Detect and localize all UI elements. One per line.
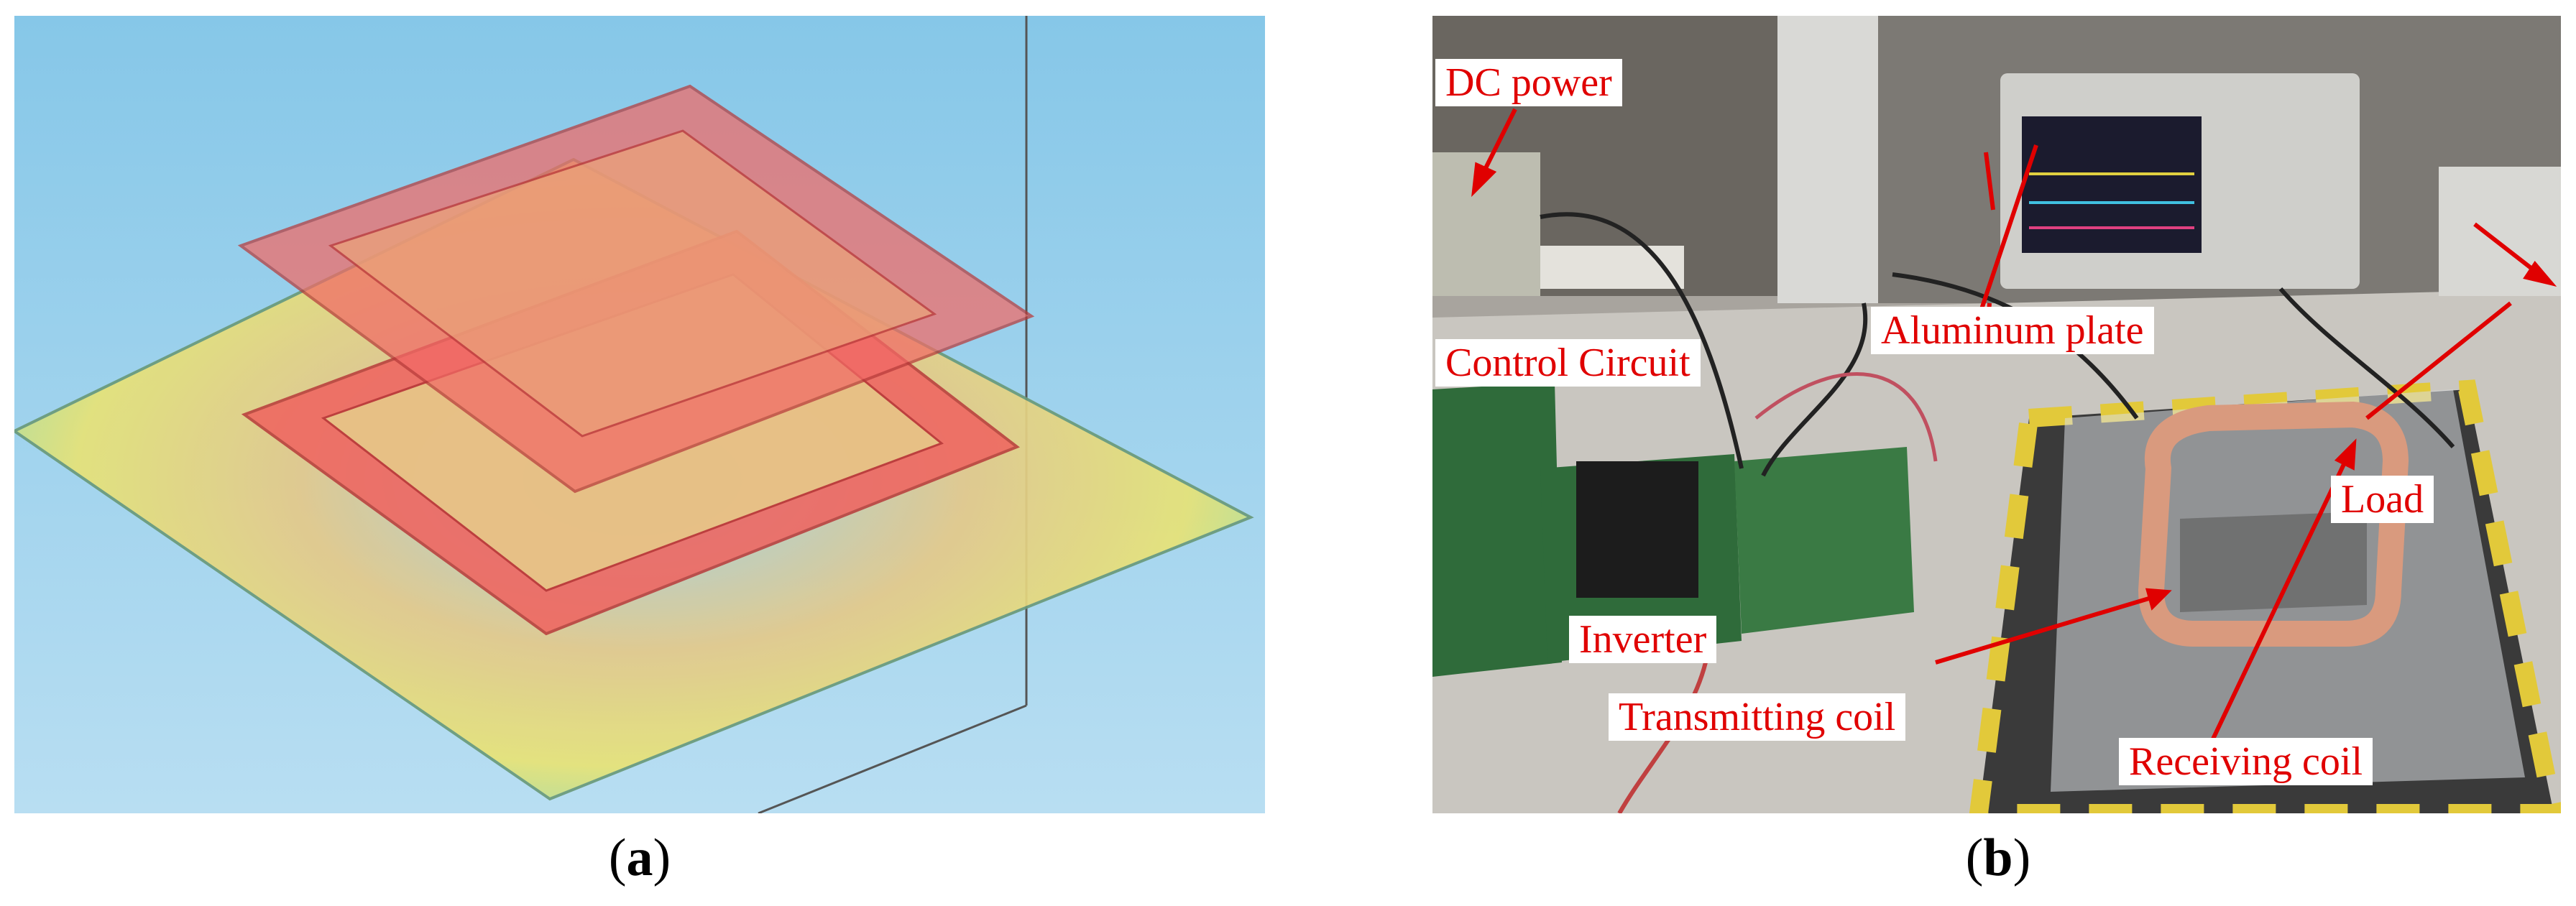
experimental-setup-photo: DC power Control Circuit Aluminum plate … xyxy=(1432,16,2561,813)
upper-coil-inner xyxy=(328,129,937,438)
label-receiving-coil: Receiving coil xyxy=(2119,738,2373,785)
label-dc-power: DC power xyxy=(1435,59,1622,106)
transmitting-coil-shape xyxy=(2138,401,2409,647)
driver-board xyxy=(1734,447,1914,634)
simulation-view xyxy=(14,16,1265,813)
label-transmitting-coil: Transmitting coil xyxy=(1609,693,1906,741)
caption-b: (b) xyxy=(1965,828,2031,887)
control-circuit-board xyxy=(1432,382,1562,677)
caption-b-letter: b xyxy=(1983,828,2013,887)
hazard-tape xyxy=(1969,379,2561,813)
label-load: Load xyxy=(2331,476,2434,523)
oscilloscope-screen xyxy=(2022,116,2202,253)
label-inverter: Inverter xyxy=(1569,616,1717,663)
caption-a-letter: a xyxy=(626,828,653,887)
coil-interior xyxy=(2180,512,2367,612)
label-control-circuit: Control Circuit xyxy=(1435,339,1701,387)
annotation-arrows xyxy=(1471,108,2557,764)
shelf-divider xyxy=(1777,16,1878,303)
inverter-heatsinks xyxy=(1576,461,1698,598)
plane-edge-bottom xyxy=(758,704,1027,813)
coil-plate-render xyxy=(14,16,1265,813)
setup-photo-drawing xyxy=(1432,16,2561,813)
power-strip xyxy=(1540,246,1684,289)
caption-a: (a) xyxy=(608,828,671,887)
label-aluminum-plate: Aluminum plate xyxy=(1871,307,2154,354)
